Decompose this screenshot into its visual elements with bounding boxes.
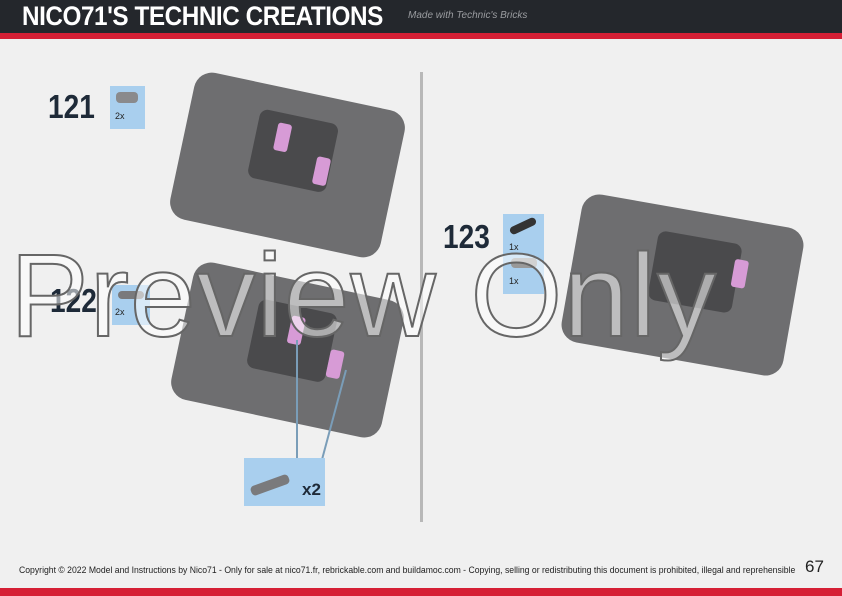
technic-connector-icon (116, 92, 138, 103)
watermark: Preview Only (9, 229, 718, 363)
parts-list: 1x 1x (503, 214, 544, 294)
step-number: 123 (443, 218, 490, 255)
callout-box: x2 (244, 458, 325, 506)
footer-accent-stripe (0, 588, 842, 596)
page-title: NICO71'S TECHNIC CREATIONS (22, 1, 383, 31)
pin-connector-icon (511, 258, 537, 268)
copyright-notice: Copyright © 2022 Model and Instructions … (19, 565, 796, 575)
page-subtitle: Made with Technic's Bricks (408, 10, 528, 21)
header-bar (0, 0, 842, 33)
header-accent-stripe (0, 33, 842, 39)
column-divider (420, 72, 423, 522)
step-number: 121 (48, 88, 95, 125)
parts-list: 2x (112, 285, 150, 325)
parts-list: 2x (110, 86, 145, 129)
part-qty: 1x (509, 276, 519, 286)
part-qty: 2x (115, 307, 125, 317)
part-qty: 1x (509, 242, 519, 252)
step-number: 122 (50, 282, 97, 319)
callout-qty: x2 (302, 480, 321, 499)
part-qty: 2x (115, 111, 125, 121)
page-number: 67 (805, 557, 824, 576)
callout-line (296, 340, 298, 460)
technic-beam-icon (118, 291, 144, 299)
technic-pin-icon (249, 473, 291, 497)
